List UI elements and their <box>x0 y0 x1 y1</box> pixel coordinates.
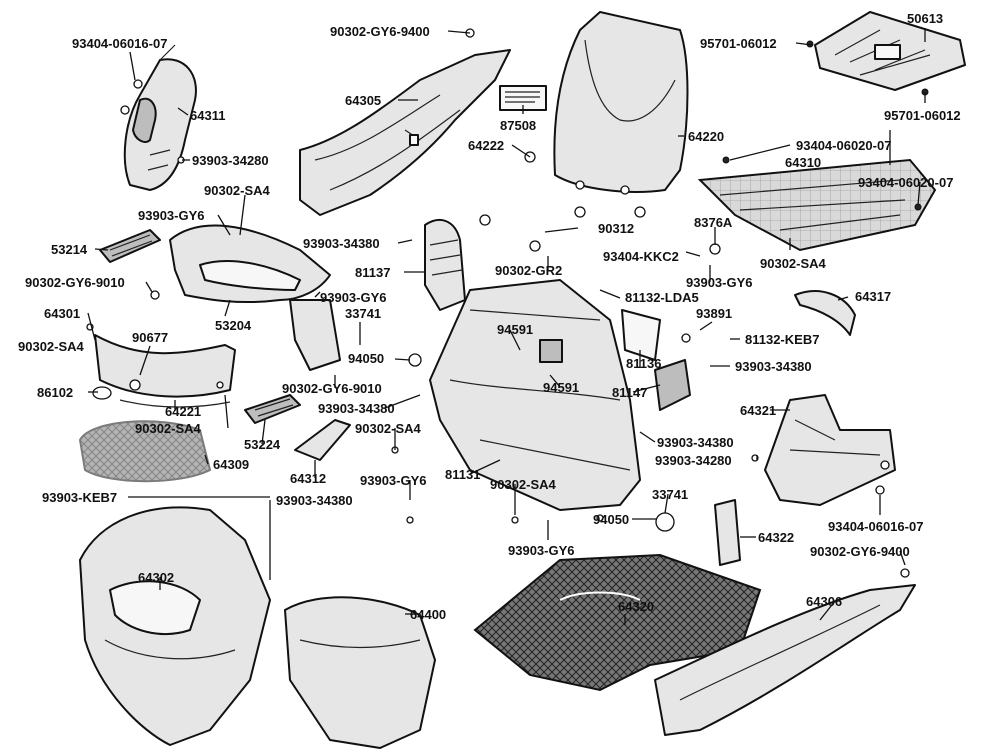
label-64321: 64321 <box>740 403 776 418</box>
label-94591-bottom: 94591 <box>543 380 579 395</box>
part-64311 <box>123 44 197 191</box>
label-64400: 64400 <box>410 607 446 622</box>
label-93903-gy6-mid: 93903-GY6 <box>320 290 387 305</box>
label-93903-keb7: 93903-KEB7 <box>42 490 117 505</box>
label-64312: 64312 <box>290 471 326 486</box>
part-64306 <box>654 584 916 736</box>
label-95701-06012-bottom: 95701-06012 <box>884 108 961 123</box>
part-64305 <box>299 49 511 216</box>
label-93903-34380-mid: 93903-34380 <box>303 236 380 251</box>
label-64310: 64310 <box>785 155 821 170</box>
label-94050-lower: 94050 <box>593 512 629 527</box>
label-93903-34380-bottom-left: 93903-34380 <box>276 493 353 508</box>
label-90677: 90677 <box>132 330 168 345</box>
part-81131 <box>429 279 641 511</box>
label-87508: 87508 <box>500 118 536 133</box>
label-90302-sa4-center: 90302-SA4 <box>355 421 422 436</box>
label-81137: 81137 <box>355 265 390 280</box>
label-93404-kkc2: 93404-KKC2 <box>603 249 679 264</box>
label-64322: 64322 <box>758 530 794 545</box>
label-95701-06012-top: 95701-06012 <box>700 36 777 51</box>
label-93404-06016-07-top: 93404-06016-07 <box>72 36 167 51</box>
label-93903-gy6-left: 93903-GY6 <box>138 208 205 223</box>
label-94050-mid: 94050 <box>348 351 384 366</box>
label-86102: 86102 <box>37 385 73 400</box>
part-53224 <box>244 394 301 424</box>
part-81147 <box>654 359 691 411</box>
part-64312 <box>294 419 351 461</box>
label-81132-keb7: 81132-KEB7 <box>745 332 819 347</box>
label-93404-06020-07-right: 93404-06020-07 <box>858 175 953 190</box>
label-90302-sa4-lower: 90302-SA4 <box>490 477 557 492</box>
part-64310 <box>697 158 937 252</box>
label-90302-sa4-left: 90302-SA4 <box>204 183 271 198</box>
part-64321 <box>764 394 896 506</box>
part-64322 <box>714 499 741 566</box>
label-81132-lda5: 81132-LDA5 <box>625 290 699 305</box>
label-64311: 64311 <box>190 108 225 123</box>
label-53224: 53224 <box>244 437 281 452</box>
label-81147: 81147 <box>612 385 647 400</box>
label-64306: 64306 <box>806 594 842 609</box>
label-50613: 50613 <box>907 11 943 26</box>
label-33741-lower: 33741 <box>652 487 688 502</box>
label-93903-gy6-lower: 93903-GY6 <box>360 473 427 488</box>
label-93404-06020-07-top: 93404-06020-07 <box>796 138 891 153</box>
part-81136 <box>621 309 661 361</box>
label-93903-34380-lower-right: 93903-34380 <box>657 435 734 450</box>
part-64400 <box>284 596 436 749</box>
label-90302-gy6-9400-bottom: 90302-GY6-9400 <box>810 544 910 559</box>
label-33741-mid: 33741 <box>345 306 381 321</box>
label-94591-top: 94591 <box>497 322 533 337</box>
part-64317 <box>794 290 856 336</box>
label-93891: 93891 <box>696 306 732 321</box>
label-90302-sa4-far-left: 90302-SA4 <box>18 339 85 354</box>
label-64305: 64305 <box>345 93 381 108</box>
label-90302-gr2: 90302-GR2 <box>495 263 562 278</box>
part-53204 <box>169 224 341 371</box>
label-93903-34380-right: 93903-34380 <box>735 359 812 374</box>
label-53204: 53204 <box>215 318 252 333</box>
part-86102 <box>92 386 112 400</box>
label-93903-gy6-right: 93903-GY6 <box>686 275 753 290</box>
part-64220 <box>553 11 689 195</box>
label-64222: 64222 <box>468 138 504 153</box>
label-81136: 81136 <box>626 356 661 371</box>
label-81131: 81131 <box>445 467 480 482</box>
part-64221 <box>119 399 231 408</box>
label-53214: 53214 <box>51 242 88 257</box>
label-93903-gy6-bottom: 93903-GY6 <box>508 543 575 558</box>
label-64309: 64309 <box>213 457 249 472</box>
fastener-markers <box>86 28 929 578</box>
label-93903-34280-right: 93903-34280 <box>655 453 732 468</box>
leader-lines <box>87 28 926 625</box>
label-93903-34280-left: 93903-34280 <box>192 153 269 168</box>
part-50613 <box>814 11 966 91</box>
part-64309 <box>78 420 212 483</box>
label-64302: 64302 <box>138 570 174 585</box>
label-8376a: 8376A <box>694 215 733 230</box>
part-64302 <box>79 506 271 746</box>
label-90302-gy6-9400-top: 90302-GY6-9400 <box>330 24 430 39</box>
part-labels: 93404-06016-07 64311 93903-34280 90302-G… <box>18 11 961 622</box>
part-53214 <box>99 229 161 263</box>
part-64301 <box>94 334 236 398</box>
label-64221: 64221 <box>165 404 201 419</box>
label-90302-sa4-right: 90302-SA4 <box>760 256 827 271</box>
label-64317: 64317 <box>855 289 891 304</box>
label-64301: 64301 <box>44 306 80 321</box>
label-64320: 64320 <box>618 599 654 614</box>
label-93903-34380-left-mid: 93903-34380 <box>318 401 395 416</box>
label-90302-gy6-9010-mid: 90302-GY6-9010 <box>282 381 382 396</box>
label-64220: 64220 <box>688 129 724 144</box>
label-90312: 90312 <box>598 221 634 236</box>
part-81137 <box>424 219 466 311</box>
label-93404-06016-07-bottom: 93404-06016-07 <box>828 519 923 534</box>
label-90302-sa4-bottom-left: 90302-SA4 <box>135 421 202 436</box>
label-90302-gy6-9010-left: 90302-GY6-9010 <box>25 275 125 290</box>
